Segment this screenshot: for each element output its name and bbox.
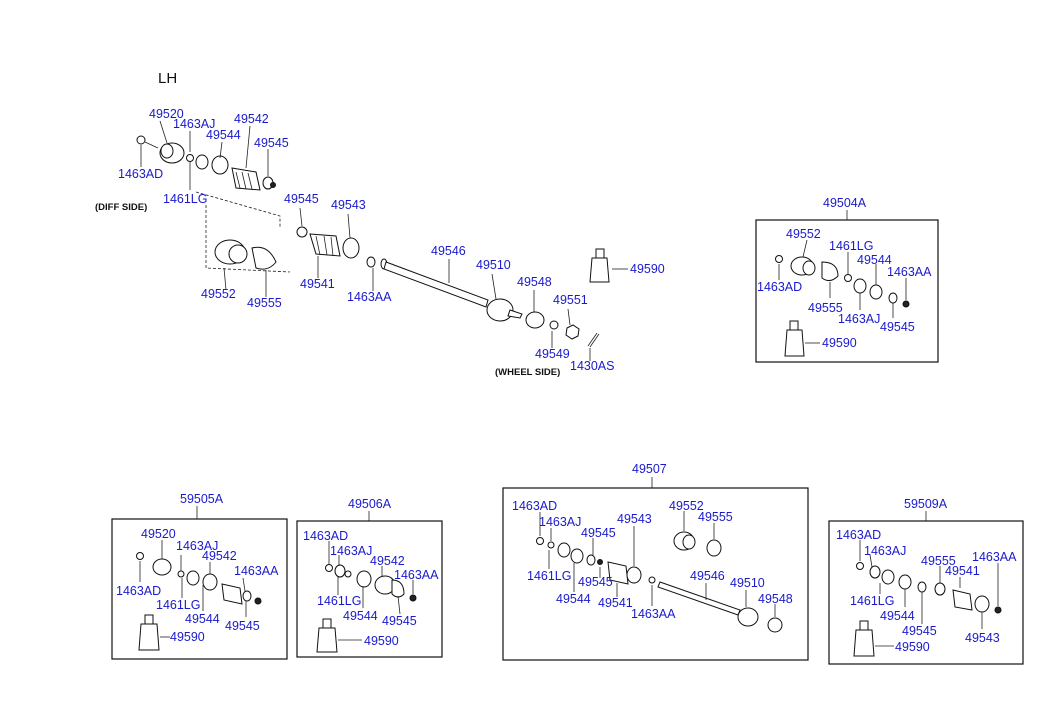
kit-59509a-labels: 1463AD 1463AJ 49555 1463AA 49541 1461LG … <box>836 528 1017 654</box>
wheel-side-label: (WHEEL SIDE) <box>495 367 560 378</box>
k504-1463ad: 1463AD <box>757 280 802 294</box>
k507-49555: 49555 <box>698 510 733 524</box>
k509-49545: 49545 <box>902 624 937 638</box>
k505-1463ad: 1463AD <box>116 584 161 598</box>
kit-59505a-parts <box>136 540 262 651</box>
kit-49504a-labels: 49552 1461LG 49544 1463AA 1463AD 49555 1… <box>757 227 932 350</box>
k505-1463aa: 1463AA <box>234 564 279 578</box>
k506-49545: 49545 <box>382 614 417 628</box>
kit-label-49504a: 49504A <box>823 196 867 210</box>
k506-1463ad: 1463AD <box>303 529 348 543</box>
kit-box-59509a <box>828 520 1024 665</box>
k505-49590: 49590 <box>170 630 205 644</box>
k507-49510: 49510 <box>730 576 765 590</box>
k506-49542: 49542 <box>370 554 405 568</box>
k504-1463aa: 1463AA <box>887 265 932 279</box>
k504-49590: 49590 <box>822 336 857 350</box>
main-assembly-parts <box>136 135 610 348</box>
label-49555: 49555 <box>247 296 282 310</box>
k506-49590: 49590 <box>364 634 399 648</box>
k507-49543: 49543 <box>617 512 652 526</box>
label-1463ad: 1463AD <box>118 167 163 181</box>
k507-49545-top: 49545 <box>581 526 616 540</box>
k506-1463aj: 1463AJ <box>330 544 372 558</box>
label-49546: 49546 <box>431 244 466 258</box>
label-49542: 49542 <box>234 112 269 126</box>
label-49544: 49544 <box>206 128 241 142</box>
kit-49504a-parts <box>775 239 910 357</box>
label-49543: 49543 <box>331 198 366 212</box>
k506-1463aa: 1463AA <box>394 568 439 582</box>
k509-49555: 49555 <box>921 554 956 568</box>
main-leader-lines <box>140 120 628 361</box>
kit-label-59505a: 59505A <box>180 492 224 506</box>
kit-49507-labels: 1463AD 1463AJ 49545 49543 49552 49555 14… <box>512 499 793 621</box>
label-1463aj: 1463AJ <box>173 117 215 131</box>
k507-49548: 49548 <box>758 592 793 606</box>
kit-49507-parts <box>536 511 783 633</box>
k505-49542: 49542 <box>202 549 237 563</box>
kit-label-59509a: 59509A <box>904 497 948 511</box>
k507-49541: 49541 <box>598 596 633 610</box>
k505-49520: 49520 <box>141 527 176 541</box>
label-49548: 49548 <box>517 275 552 289</box>
kit-label-49507: 49507 <box>632 462 667 476</box>
diff-side-label: (DIFF SIDE) <box>95 202 147 213</box>
k509-49541: 49541 <box>945 564 980 578</box>
label-49551: 49551 <box>553 293 588 307</box>
label-49545-top: 49545 <box>254 136 289 150</box>
k509-1463ad: 1463AD <box>836 528 881 542</box>
k509-1463aa: 1463AA <box>972 550 1017 564</box>
k509-49590: 49590 <box>895 640 930 654</box>
k504-1461lg: 1461LG <box>829 239 873 253</box>
kit-box-59505a <box>111 518 288 660</box>
k507-49544: 49544 <box>556 592 591 606</box>
k506-49544: 49544 <box>343 609 378 623</box>
k504-1463aj: 1463AJ <box>838 312 880 326</box>
k507-1463ad: 1463AD <box>512 499 557 513</box>
label-1461lg: 1461LG <box>163 192 207 206</box>
k506-1461lg: 1461LG <box>317 594 361 608</box>
k507-49546: 49546 <box>690 569 725 583</box>
k504-49555: 49555 <box>808 301 843 315</box>
kit-59505a-labels: 49520 1463AJ 49542 1463AD 1463AA 1461LG … <box>116 527 279 644</box>
label-49510: 49510 <box>476 258 511 272</box>
k504-49552: 49552 <box>786 227 821 241</box>
k504-49544: 49544 <box>857 253 892 267</box>
kit-box-49507 <box>502 487 809 661</box>
k507-49545-low: 49545 <box>578 575 613 589</box>
k505-1461lg: 1461LG <box>156 598 200 612</box>
kit-label-49506a: 49506A <box>348 497 392 511</box>
label-49541: 49541 <box>300 277 335 291</box>
heading-lh: LH <box>158 70 177 87</box>
label-49545-mid: 49545 <box>284 192 319 206</box>
label-49520: 49520 <box>149 107 184 121</box>
kit-59509a-parts <box>853 540 1002 657</box>
k507-1463aj: 1463AJ <box>539 515 581 529</box>
k509-1461lg: 1461LG <box>850 594 894 608</box>
k507-1461lg: 1461LG <box>527 569 571 583</box>
k505-1463aj: 1463AJ <box>176 539 218 553</box>
kit-49506a-parts <box>316 541 417 653</box>
k509-1463aj: 1463AJ <box>864 544 906 558</box>
label-49549: 49549 <box>535 347 570 361</box>
k504-49545: 49545 <box>880 320 915 334</box>
kit-box-49506a <box>296 520 443 658</box>
kit-box-49504a <box>755 219 939 363</box>
kit-49506a-labels: 1463AD 1463AJ 49542 1463AA 1461LG 49544 … <box>303 529 439 648</box>
k507-49552: 49552 <box>669 499 704 513</box>
label-49552: 49552 <box>201 287 236 301</box>
k505-49545: 49545 <box>225 619 260 633</box>
label-1463aa: 1463AA <box>347 290 392 304</box>
label-1430as: 1430AS <box>570 359 614 373</box>
k509-49543: 49543 <box>965 631 1000 645</box>
k507-1463aa: 1463AA <box>631 607 676 621</box>
label-49590: 49590 <box>630 262 665 276</box>
k509-49544: 49544 <box>880 609 915 623</box>
main-part-labels: 49520 1463AJ 49544 49542 49545 1463AD 14… <box>118 107 665 373</box>
k505-49544: 49544 <box>185 612 220 626</box>
